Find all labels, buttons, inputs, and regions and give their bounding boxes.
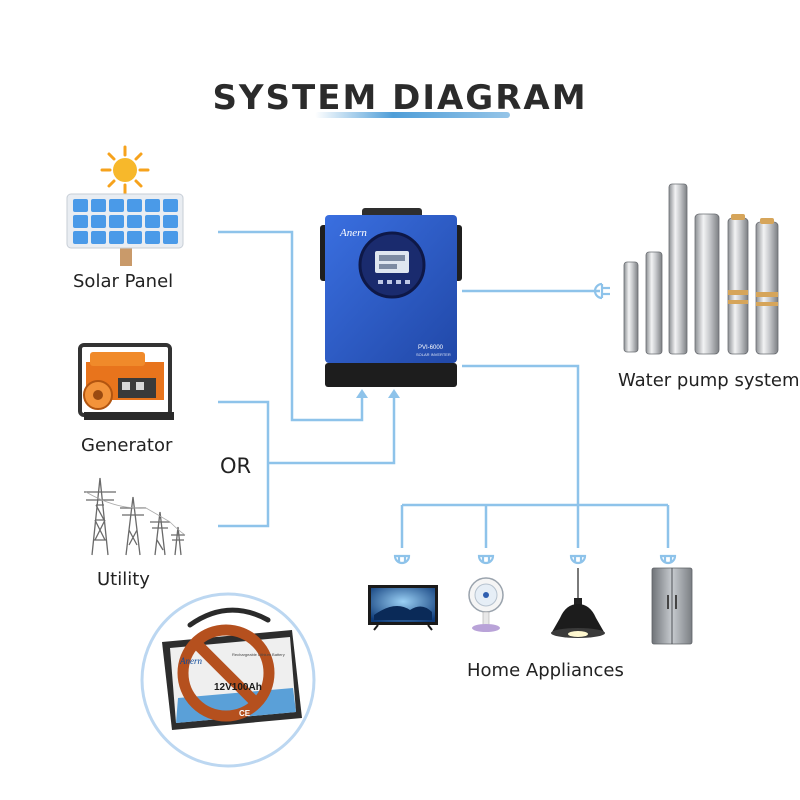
battery-small-text: Rechargeable Lithium Battery xyxy=(232,652,285,657)
solar-line xyxy=(218,230,364,422)
plug-icon xyxy=(593,282,610,300)
plug-icon xyxy=(477,554,495,565)
generator-icon xyxy=(78,343,174,420)
inverter-device xyxy=(320,208,462,387)
arrow-up-icon xyxy=(356,389,368,398)
or-label: OR xyxy=(220,454,252,478)
water-pump-label: Water pump system xyxy=(618,370,800,391)
inverter-subtitle: SOLAR INVERTER xyxy=(416,352,451,357)
inverter-model: PVI-6000 xyxy=(418,345,444,351)
arrow-up-icon xyxy=(388,389,400,398)
utility-label: Utility xyxy=(97,569,150,590)
title-underline xyxy=(315,112,510,118)
inverter-brand: Anern xyxy=(339,227,367,239)
plug-icon xyxy=(393,554,411,565)
generator-label: Generator xyxy=(81,435,173,456)
refrigerator-icon xyxy=(651,567,693,645)
battery-badge: CE xyxy=(239,709,251,718)
tv-icon xyxy=(368,585,438,631)
solar-panel-label: Solar Panel xyxy=(73,271,174,292)
plug-icon xyxy=(569,554,587,565)
pendant-lamp-icon xyxy=(551,568,605,638)
grid-to-inverter-line xyxy=(268,395,396,465)
solar-panel-icon xyxy=(66,193,184,266)
utility-tower-icon xyxy=(84,477,186,556)
connection-lines xyxy=(218,230,670,548)
fan-icon xyxy=(468,577,504,632)
sun-icon xyxy=(100,145,150,195)
prohibited-icon xyxy=(177,624,275,722)
diagram-title: SYSTEM DIAGRAM xyxy=(212,78,588,118)
water-pump-icon xyxy=(623,183,779,355)
plug-icon xyxy=(659,554,677,565)
battery-brand: Anern xyxy=(179,656,202,666)
battery-label: 12V100Ah xyxy=(214,682,262,693)
home-appliances-label: Home Appliances xyxy=(467,660,624,681)
appliance-trunk-line xyxy=(462,364,580,505)
